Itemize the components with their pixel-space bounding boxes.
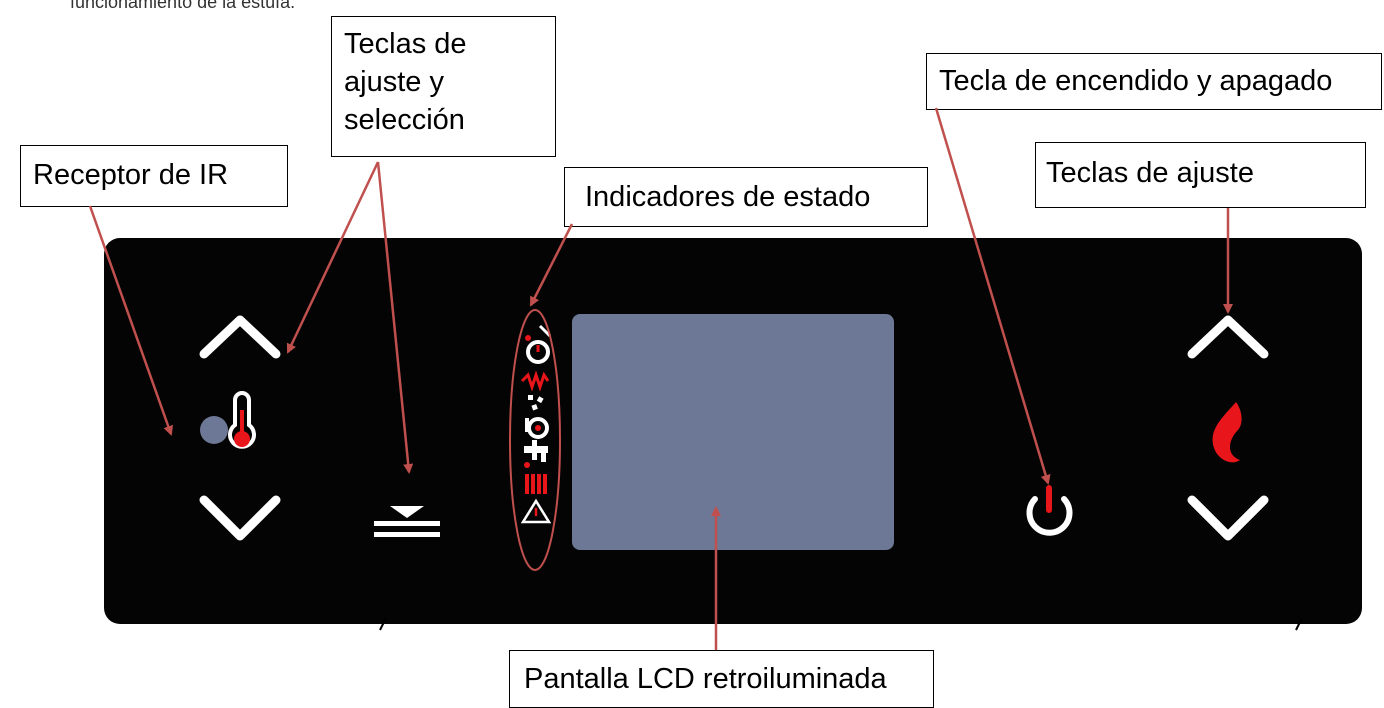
status-indicators [520,324,552,524]
callout-tecla-encendido: Tecla de encendido y apagado [926,53,1382,110]
right-up-arrow-icon[interactable] [1187,315,1269,359]
status-indicators-outline [509,309,561,571]
pellet-icon [528,395,544,411]
left-up-arrow-icon[interactable] [199,315,281,359]
callout-indicadores-estado-text: Indicadores de estado [585,181,871,213]
radiator-icon [525,474,547,494]
flame-icon [1212,402,1242,463]
clock-icon [525,324,552,364]
resistance-icon [520,370,550,392]
power-icon[interactable] [1026,485,1073,536]
right-down-arrow-icon[interactable] [1187,495,1269,541]
left-down-arrow-icon[interactable] [199,495,281,541]
callout-teclas-ajuste: Teclas de ajuste [1035,142,1366,208]
thermometer-icon [228,391,256,449]
callout-teclas-ajuste-text: Teclas de ajuste [1046,157,1254,189]
callout-teclas-ajuste-seleccion: Teclas de ajuste y selección [331,16,556,157]
alarm-icon [520,498,552,524]
callout-line: selección [344,104,465,136]
caption-text: funcionamiento de la estufa. [70,0,296,12]
ir-receiver-icon [200,416,228,444]
callout-line: ajuste y [344,66,444,98]
select-icon[interactable] [374,506,440,537]
panel-mark [379,617,387,631]
panel-mark [1295,617,1303,631]
callout-receptor-ir-text: Receptor de IR [33,159,229,191]
lcd-screen [572,314,894,550]
callout-tecla-encendido-text: Tecla de encendido y apagado [939,65,1333,97]
tap-icon [524,440,548,468]
callout-line: Teclas de [344,28,467,60]
pump-icon [525,417,549,439]
callout-receptor-ir: Receptor de IR [20,145,288,207]
callout-indicadores-estado: Indicadores de estado [564,167,928,227]
callout-pantalla-lcd-text: Pantalla LCD retroiluminada [524,663,887,695]
callout-pantalla-lcd: Pantalla LCD retroiluminada [509,650,934,708]
